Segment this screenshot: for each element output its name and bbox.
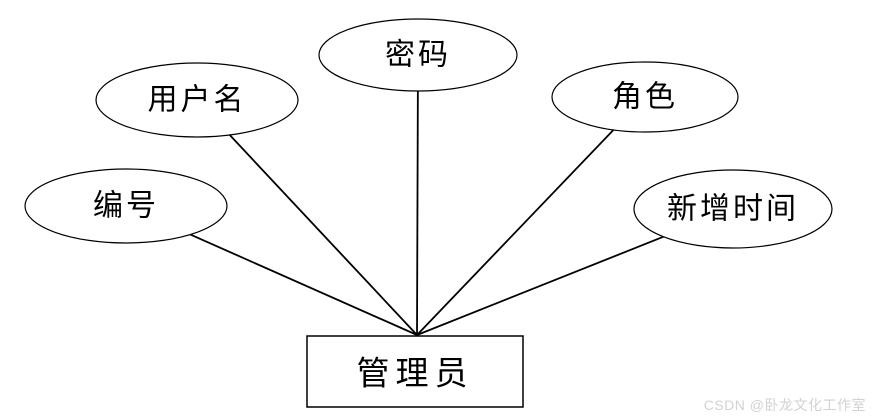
attribute-node-xinzengshijian: 新增时间 [633,169,833,249]
attribute-label-xinzengshijian: 新增时间 [667,192,799,227]
attribute-ellipse-bianhao [24,168,228,244]
attribute-node-bianhao: 编号 [24,168,228,244]
attribute-node-yonghuming: 用户名 [95,62,299,138]
attribute-ellipse-juese [551,61,739,133]
connector-line-mima [416,54,419,336]
attribute-node-mima: 密码 [318,18,518,92]
attribute-label-mima: 密码 [385,38,451,73]
attribute-ellipse-xinzengshijian [633,169,833,249]
connector-line-juese [416,96,646,336]
entity-rect-guanliyuan [306,335,524,408]
attribute-label-juese: 角色 [612,80,678,115]
connector-line-yonghuming [196,99,418,336]
entity-node-guanliyuan: 管理员 [306,335,524,408]
watermark-text: CSDN @卧龙文化工作室 [703,397,866,413]
attribute-label-bianhao: 编号 [93,189,159,224]
attribute-node-juese: 角色 [551,61,739,133]
entity-label-guanliyuan: 管理员 [357,354,474,393]
attribute-ellipse-mima [318,18,518,92]
attribute-ellipse-yonghuming [95,62,299,138]
attribute-label-yonghuming: 用户名 [148,83,247,118]
